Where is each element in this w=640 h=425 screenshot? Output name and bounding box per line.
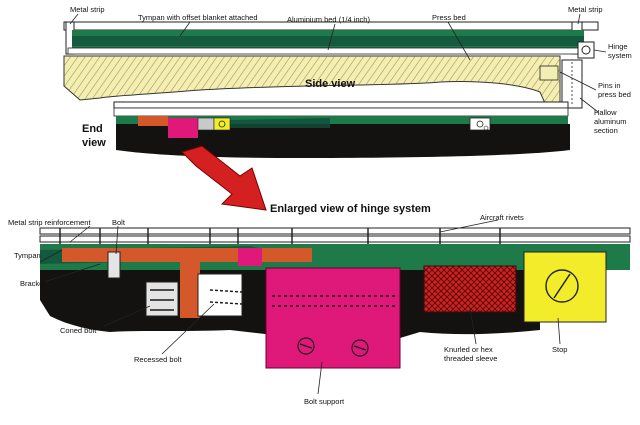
- bolt-support-grain: [266, 268, 400, 368]
- end-top-strip: [113, 101, 569, 109]
- hinge-view: Enlarged view of hinge system: [8, 203, 631, 406]
- label-press-bed: Press bed: [432, 13, 466, 22]
- end-dark-green: [230, 118, 330, 128]
- hinge-tympan-strip: [39, 235, 631, 243]
- label-metal-strip-right: Metal strip: [568, 5, 603, 14]
- end-bolt-right-2: [483, 125, 489, 131]
- end-orange-bracket: [138, 116, 168, 126]
- side-hinge-pin: [581, 45, 591, 55]
- label-knurled-1: Knurled or hex: [444, 345, 493, 354]
- end-aluminium: [113, 107, 569, 117]
- label-pins-1: Pins in: [598, 81, 621, 90]
- label-tympan-blanket: Tympan with offset blanket attached: [138, 13, 258, 22]
- label-hallow-3: section: [594, 126, 618, 135]
- recessed-bolt: [197, 273, 243, 317]
- label-aircraft-rivets: Aircraft rivets: [480, 213, 524, 222]
- label-tympan: Tympan: [14, 251, 41, 260]
- side-view-title: Side view: [305, 78, 356, 90]
- label-recessed-bolt: Recessed bolt: [134, 355, 182, 364]
- label-bolt: Bolt: [112, 218, 126, 227]
- label-hallow-2: aluminum: [594, 117, 627, 126]
- side-press-bed-hatch: [64, 56, 560, 110]
- end-magenta-block: [168, 118, 198, 138]
- end-grey-block: [197, 117, 215, 131]
- top-bolt: [107, 251, 121, 279]
- label-bracket: Bracket: [20, 279, 46, 288]
- label-stop: Stop: [552, 345, 567, 354]
- label-aluminium-bed: Aluminium bed (1/4 inch): [287, 15, 370, 24]
- end-view: End view: [82, 101, 570, 158]
- hinge-view-title: Enlarged view of hinge system: [270, 203, 431, 215]
- hinge-bracket: [62, 248, 312, 318]
- label-metal-strip-left: Metal strip: [70, 5, 105, 14]
- zoom-arrow-icon: [181, 145, 267, 211]
- end-bolt-right: [476, 120, 484, 128]
- label-coned-bolt: Coned bolt: [60, 326, 97, 335]
- label-hinge-system-1: Hinge: [608, 42, 628, 51]
- side-hinge-block: [577, 41, 595, 59]
- end-yellow-stop: [213, 117, 231, 131]
- hinge-metal-strip: [39, 227, 631, 235]
- label-hinge-system-2: system: [608, 51, 632, 60]
- side-aluminium-bed: [67, 47, 585, 55]
- label-hallow-1: Hallow: [594, 108, 617, 117]
- end-bolt-left: [218, 120, 226, 128]
- end-black-base: [116, 124, 570, 158]
- knurled-sleeve-pattern: [424, 266, 516, 312]
- coned-bolt: [145, 281, 179, 317]
- end-hinge-right: [469, 117, 491, 131]
- label-metal-strip-reinforcement: Metal strip reinforcement: [8, 218, 91, 227]
- end-view-title-1: End: [82, 123, 103, 135]
- hinge-magenta-top: [238, 248, 262, 266]
- label-pins-2: press bed: [598, 90, 631, 99]
- side-pin-box: [539, 65, 559, 81]
- side-view: Metal strip Tympan with offset blanket a…: [63, 5, 632, 135]
- end-view-title-2: view: [82, 137, 106, 149]
- label-knurled-2: threaded sleeve: [444, 354, 497, 363]
- side-tympan-dark: [72, 36, 584, 46]
- label-bolt-support: Bolt support: [304, 397, 345, 406]
